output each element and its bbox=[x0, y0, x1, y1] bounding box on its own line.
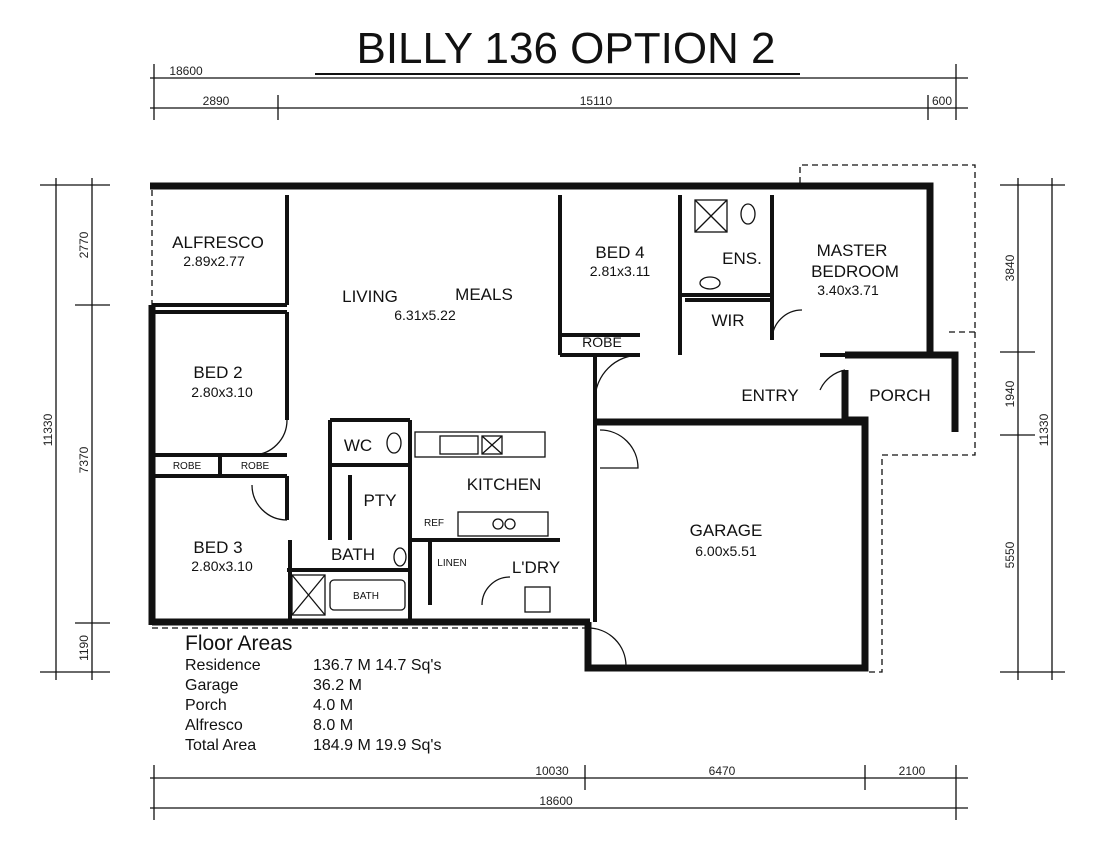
room-porch: PORCH bbox=[869, 386, 930, 405]
room-ensuite: ENS. bbox=[722, 249, 762, 268]
room-master-size: 3.40x3.71 bbox=[817, 282, 879, 298]
ensuite-shower-icon bbox=[694, 199, 728, 233]
room-meals: MEALS bbox=[455, 285, 513, 304]
room-master-line1: MASTER bbox=[817, 241, 888, 260]
room-alfresco-size: 2.89x2.77 bbox=[183, 253, 245, 269]
door-swing bbox=[594, 354, 641, 401]
room-laundry: L'DRY bbox=[512, 558, 560, 577]
area-label: Residence bbox=[185, 657, 261, 674]
dim-bottom-3: 2100 bbox=[899, 764, 926, 778]
dim-top-overall: 18600 bbox=[169, 64, 203, 78]
room-garage: GARAGE bbox=[690, 521, 763, 540]
basin-icon bbox=[393, 547, 407, 567]
area-value: 184.9 M 19.9 Sq's bbox=[313, 737, 442, 754]
left-dimensions: 11330 2770 7370 1190 bbox=[40, 178, 110, 680]
cooktop-bench bbox=[457, 511, 549, 537]
top-dimensions: 18600 2890 15110 600 bbox=[150, 64, 968, 120]
area-value: 8.0 M bbox=[313, 717, 354, 734]
room-wir: WIR bbox=[711, 311, 744, 330]
room-entry: ENTRY bbox=[741, 386, 798, 405]
laundry-tub-icon bbox=[524, 586, 551, 613]
area-row: Residence 136.7 M 14.7 Sq's bbox=[185, 656, 441, 676]
area-label: Garage bbox=[185, 677, 239, 694]
fixtures bbox=[251, 199, 846, 667]
area-label: Total Area bbox=[185, 737, 257, 754]
area-row: Garage 36.2 M bbox=[185, 676, 441, 696]
dim-left-overall: 11330 bbox=[41, 413, 55, 446]
room-bed2: BED 2 bbox=[193, 363, 242, 382]
fridge-label: REF bbox=[424, 518, 444, 529]
area-value: 36.2 M bbox=[313, 677, 362, 694]
floor-areas-heading: Floor Areas bbox=[185, 632, 293, 655]
room-bed3: BED 3 bbox=[193, 538, 242, 557]
area-row: Total Area 184.9 M 19.9 Sq's bbox=[185, 736, 441, 756]
room-bed2-size: 2.80x3.10 bbox=[191, 384, 253, 400]
room-bed3-size: 2.80x3.10 bbox=[191, 558, 253, 574]
room-bed4: BED 4 bbox=[595, 243, 644, 262]
eave-outline bbox=[151, 164, 976, 673]
dim-left-3: 1190 bbox=[77, 635, 91, 661]
bathtub-label: BATH bbox=[353, 591, 379, 602]
room-bed4-size: 2.81x3.11 bbox=[590, 263, 651, 279]
dim-bottom-overall: 18600 bbox=[539, 794, 573, 808]
shower-icon bbox=[291, 574, 326, 616]
linen-label: LINEN bbox=[437, 558, 466, 569]
dim-left-2: 7370 bbox=[77, 446, 91, 473]
area-value: 136.7 M 14.7 Sq's bbox=[313, 657, 442, 674]
robe-bed3: ROBE bbox=[241, 461, 270, 472]
floor-areas-table: Floor Areas Residence 136.7 M 14.7 Sq's G… bbox=[185, 632, 441, 756]
kitchen-bench bbox=[414, 431, 546, 458]
room-kitchen: KITCHEN bbox=[467, 475, 542, 494]
room-bath: BATH bbox=[331, 545, 375, 564]
dim-right-1: 3840 bbox=[1003, 254, 1017, 281]
room-alfresco: ALFRESCO bbox=[172, 233, 264, 252]
ensuite-basin-icon bbox=[699, 276, 721, 290]
room-wc: WC bbox=[344, 436, 372, 455]
dim-bottom-2: 6470 bbox=[709, 764, 736, 778]
area-value: 4.0 M bbox=[313, 697, 354, 714]
bottom-dimensions: 10030 6470 2100 18600 bbox=[150, 764, 968, 820]
dim-right-3: 5550 bbox=[1003, 541, 1017, 568]
area-row: Alfresco 8.0 M bbox=[185, 716, 441, 736]
area-label: Alfresco bbox=[185, 717, 243, 734]
interior-walls bbox=[152, 195, 930, 622]
right-dimensions: 3840 1940 5550 11330 bbox=[1000, 178, 1065, 680]
area-row: Porch 4.0 M bbox=[185, 696, 441, 716]
room-garage-size: 6.00x5.51 bbox=[695, 543, 757, 559]
cooktop-icon bbox=[492, 518, 504, 530]
dim-top-3: 600 bbox=[932, 94, 952, 108]
dim-right-overall: 11330 bbox=[1037, 413, 1051, 446]
dim-bottom-1: 10030 bbox=[535, 764, 569, 778]
room-living: LIVING bbox=[342, 287, 398, 306]
toilet-icon bbox=[386, 432, 402, 454]
dim-right-2: 1940 bbox=[1003, 380, 1017, 407]
room-living-meals-size: 6.31x5.22 bbox=[394, 307, 456, 323]
sink-icon bbox=[439, 435, 479, 455]
robe-bed4: ROBE bbox=[582, 334, 622, 350]
dim-top-2: 15110 bbox=[580, 94, 613, 108]
bathtub-icon bbox=[329, 579, 406, 611]
ensuite-toilet-icon bbox=[740, 203, 756, 225]
room-labels: ALFRESCO 2.89x2.77 LIVING MEALS 6.31x5.2… bbox=[172, 233, 931, 602]
robe-bed2: ROBE bbox=[173, 461, 202, 472]
area-label: Porch bbox=[185, 697, 227, 714]
room-master-line2: BEDROOM bbox=[811, 262, 899, 281]
plan-title: BILLY 136 OPTION 2 bbox=[356, 24, 775, 73]
dim-top-1: 2890 bbox=[203, 94, 230, 108]
room-pantry: PTY bbox=[363, 491, 396, 510]
dim-left-1: 2770 bbox=[77, 231, 91, 258]
